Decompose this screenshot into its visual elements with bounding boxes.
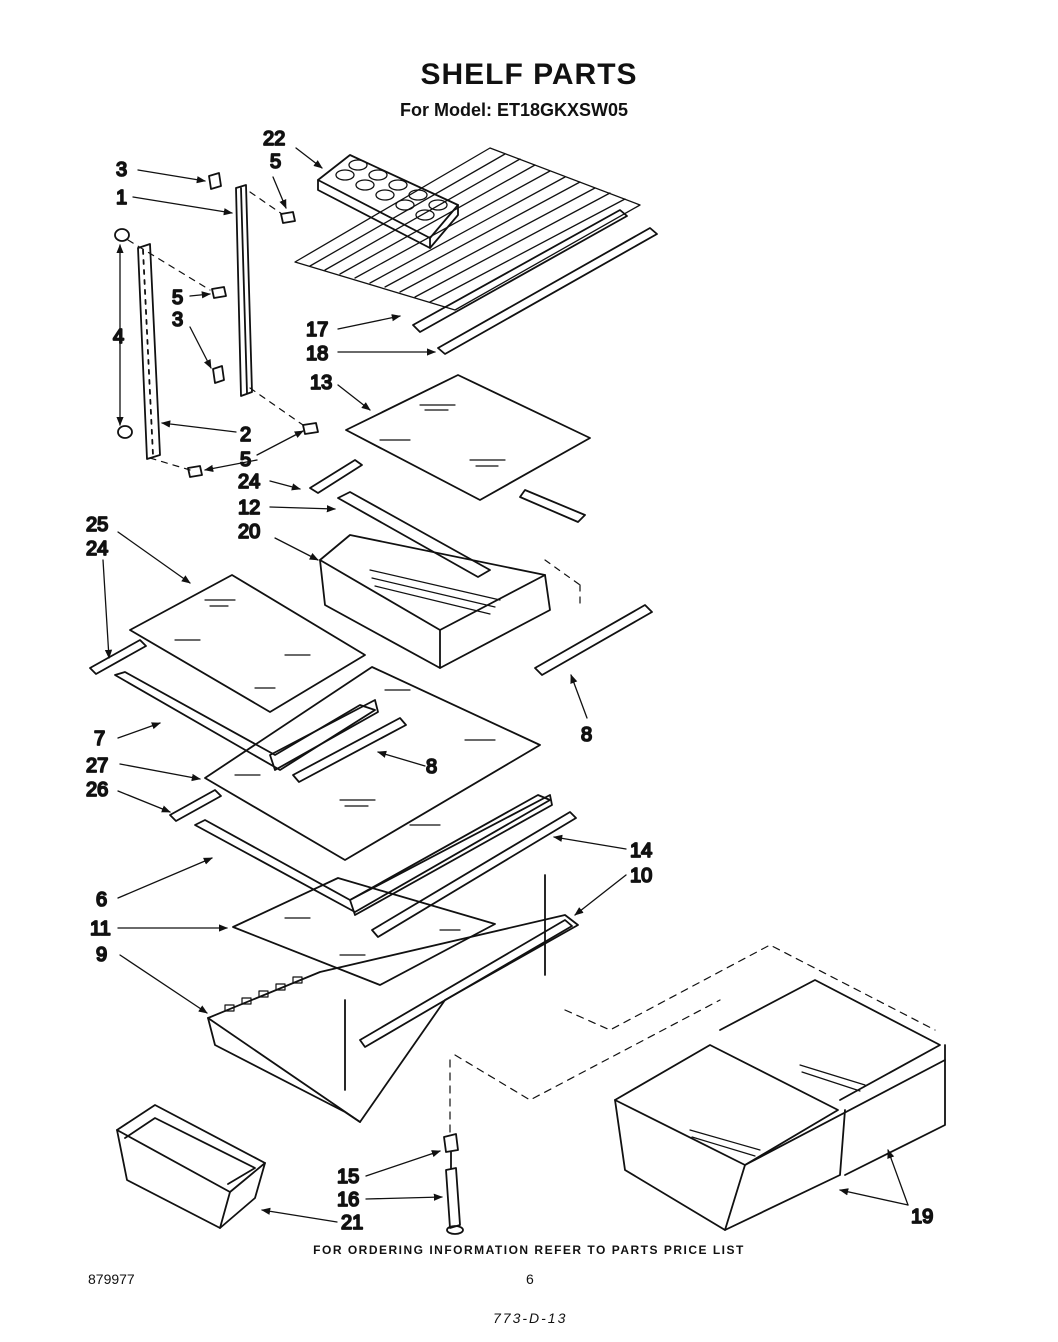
callout-8a: 8 bbox=[426, 756, 437, 778]
model-line: For Model: ET18GKXSW05 bbox=[399, 100, 629, 120]
page-number: 6 bbox=[526, 1271, 534, 1287]
callout-3a: 3 bbox=[116, 159, 127, 181]
callout-13: 13 bbox=[310, 372, 332, 394]
callout-21: 21 bbox=[341, 1212, 363, 1234]
callout-6: 6 bbox=[96, 889, 107, 911]
callout-3b: 3 bbox=[172, 309, 183, 331]
callout-26: 26 bbox=[86, 779, 108, 801]
shelf-frame-12 bbox=[309, 459, 586, 578]
callout-8b: 8 bbox=[581, 724, 592, 746]
mounting-screws bbox=[187, 211, 319, 478]
leader-lines bbox=[102, 147, 909, 1223]
callout-1: 1 bbox=[116, 187, 127, 209]
shelf-trim-26 bbox=[169, 789, 222, 822]
crisper-drawer-20 bbox=[319, 534, 551, 669]
callout-12: 12 bbox=[238, 497, 260, 519]
control-knob-15 bbox=[443, 1133, 459, 1169]
callout-16: 16 bbox=[337, 1189, 359, 1211]
callout-18: 18 bbox=[306, 343, 328, 365]
assembly-dash-lines-upper bbox=[127, 191, 304, 471]
callout-10: 10 bbox=[630, 865, 652, 887]
shelf-trim-14 bbox=[371, 811, 577, 938]
shelf-trim-8-mid bbox=[292, 717, 407, 783]
ordering-note: FOR ORDERING INFORMATION REFER TO PARTS … bbox=[313, 1243, 745, 1257]
glass-shelf-27 bbox=[204, 666, 541, 861]
control-shaft-16 bbox=[445, 1167, 464, 1235]
callout-24a: 24 bbox=[238, 471, 260, 493]
shelf-ladder-rail-1 bbox=[235, 184, 253, 397]
rail-cap-top bbox=[114, 172, 222, 242]
callout-2: 2 bbox=[240, 424, 251, 446]
handwritten-code: 773-D-13 bbox=[493, 1310, 568, 1326]
callout-5a: 5 bbox=[270, 151, 281, 173]
callout-11: 11 bbox=[90, 918, 111, 940]
rail-cap-bottom bbox=[117, 365, 225, 439]
callout-19: 19 bbox=[911, 1206, 933, 1228]
callout-24b: 24 bbox=[86, 538, 108, 560]
shelf-trim-8-right bbox=[534, 604, 653, 676]
shelf-trim-24-left bbox=[89, 639, 147, 675]
crisper-pan-19 bbox=[614, 979, 946, 1231]
shelf-frame-6 bbox=[194, 794, 553, 916]
callout-14: 14 bbox=[630, 840, 652, 862]
callout-22: 22 bbox=[263, 128, 285, 150]
crisper-cover-9 bbox=[207, 874, 579, 1123]
wire-shelf bbox=[294, 147, 641, 311]
wire-shelf-trim bbox=[412, 209, 658, 355]
page-title: SHELF PARTS bbox=[420, 58, 638, 91]
shelf-ladder-rail-2 bbox=[137, 243, 161, 460]
callout-27: 27 bbox=[86, 755, 108, 777]
shelf-frame-7 bbox=[114, 671, 379, 771]
document-number: 879977 bbox=[88, 1271, 135, 1287]
callout-9: 9 bbox=[96, 944, 107, 966]
callout-25: 25 bbox=[86, 514, 108, 536]
glass-shelf-11 bbox=[232, 877, 496, 986]
glass-shelf-25 bbox=[129, 574, 366, 713]
callout-15: 15 bbox=[337, 1166, 359, 1188]
callout-17: 17 bbox=[306, 319, 328, 341]
door-bin-21 bbox=[116, 1104, 266, 1229]
callout-5b: 5 bbox=[172, 287, 183, 309]
callout-4: 4 bbox=[113, 326, 124, 348]
callout-20: 20 bbox=[238, 521, 260, 543]
callout-5c: 5 bbox=[240, 449, 251, 471]
glass-shelf-13 bbox=[345, 374, 591, 501]
assembly-dash-lines-lower bbox=[449, 944, 936, 1136]
callout-7: 7 bbox=[94, 728, 105, 750]
